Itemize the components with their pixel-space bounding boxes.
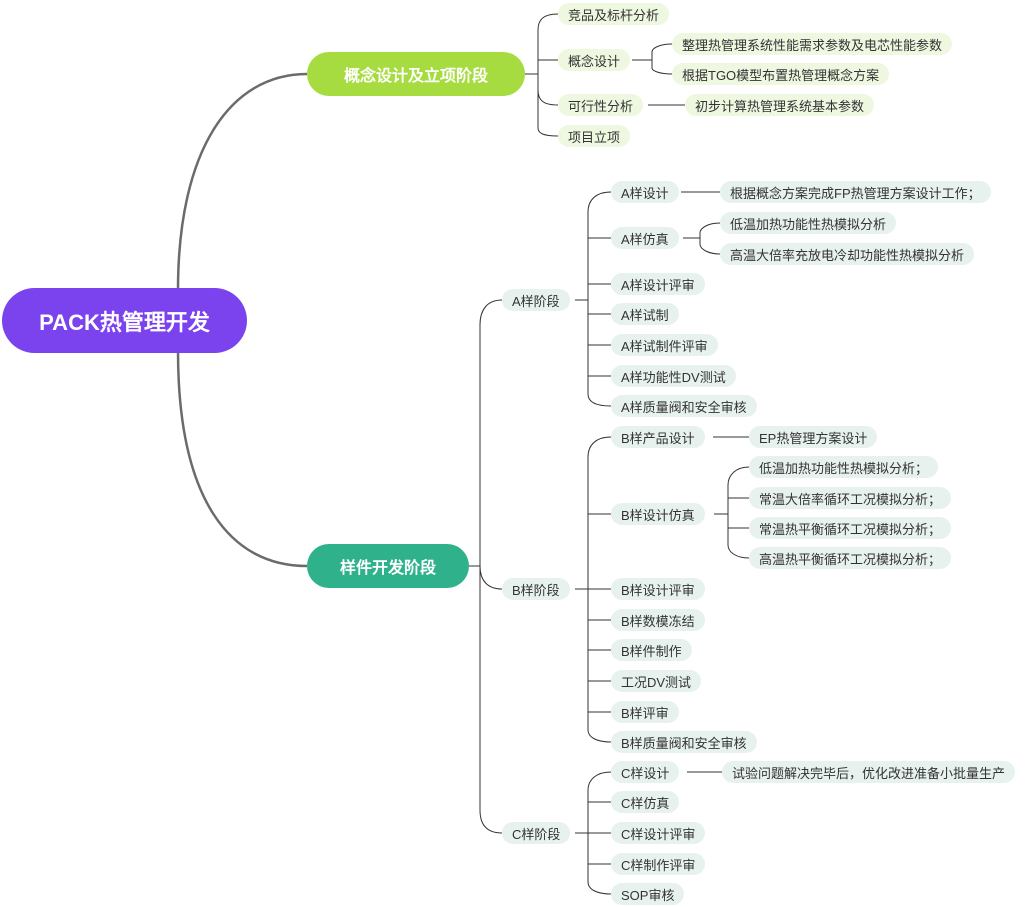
- c-stage-item-node[interactable]: SOP审核: [611, 883, 685, 905]
- b-stage-item-node[interactable]: B样设计评审: [611, 578, 705, 600]
- b-stage-item-node[interactable]: B样产品设计: [611, 426, 705, 448]
- a-sim-child-node[interactable]: 高温大倍率充放电冷却功能性热模拟分析: [720, 243, 975, 265]
- project-approval-node[interactable]: 项目立项: [558, 125, 631, 147]
- competitor-analysis-node[interactable]: 竞品及标杆分析: [558, 3, 670, 25]
- a-sim-child-node[interactable]: 低温加热功能性热模拟分析: [720, 212, 897, 234]
- a-stage-item-node[interactable]: A样功能性DV测试: [611, 365, 736, 387]
- b-sim-child-node[interactable]: 低温加热功能性热模拟分析；: [749, 456, 939, 478]
- concept-phase-node[interactable]: 概念设计及立项阶段: [307, 52, 525, 96]
- sample-phase-node[interactable]: 样件开发阶段: [307, 544, 469, 588]
- b-stage-item-node[interactable]: 工况DV测试: [611, 670, 702, 692]
- a-stage-item-node[interactable]: A样设计: [611, 181, 679, 203]
- c-design-child-node[interactable]: 试验问题解决完毕后，优化改进准备小批量生产: [722, 761, 1016, 783]
- c-stage-item-node[interactable]: C样设计: [611, 761, 680, 783]
- concept-design-child-node[interactable]: 整理热管理系统性能需求参数及电芯性能参数: [672, 33, 953, 55]
- a-stage-item-node[interactable]: A样试制件评审: [611, 334, 718, 356]
- a-stage-node[interactable]: A样阶段: [502, 289, 570, 311]
- b-stage-item-node[interactable]: B样设计仿真: [611, 503, 705, 525]
- root-node[interactable]: PACK热管理开发: [2, 288, 247, 353]
- c-stage-item-node[interactable]: C样制作评审: [611, 853, 706, 875]
- b-stage-node[interactable]: B样阶段: [502, 578, 570, 600]
- b-sim-child-node[interactable]: 常温大倍率循环工况模拟分析；: [749, 487, 952, 509]
- c-stage-item-node[interactable]: C样设计评审: [611, 822, 706, 844]
- b-stage-item-node[interactable]: B样件制作: [611, 639, 692, 661]
- feasibility-node[interactable]: 可行性分析: [558, 94, 644, 116]
- b-design-child-node[interactable]: EP热管理方案设计: [749, 426, 878, 448]
- feasibility-child-node[interactable]: 初步计算热管理系统基本参数: [685, 94, 875, 116]
- a-stage-item-node[interactable]: A样质量阀和安全审核: [611, 395, 757, 417]
- concept-design-node[interactable]: 概念设计: [558, 49, 631, 71]
- b-stage-item-node[interactable]: B样数模冻结: [611, 609, 705, 631]
- b-stage-item-node[interactable]: B样质量阀和安全审核: [611, 731, 757, 753]
- a-stage-item-node[interactable]: A样设计评审: [611, 273, 705, 295]
- a-design-child-node[interactable]: 根据概念方案完成FP热管理方案设计工作；: [720, 181, 991, 203]
- c-stage-item-node[interactable]: C样仿真: [611, 791, 680, 813]
- b-stage-item-node[interactable]: B样评审: [611, 701, 679, 723]
- concept-design-child-node[interactable]: 根据TGO模型布置热管理概念方案: [672, 63, 890, 85]
- a-stage-item-node[interactable]: A样试制: [611, 303, 679, 325]
- a-stage-item-node[interactable]: A样仿真: [611, 227, 679, 249]
- b-sim-child-node[interactable]: 高温热平衡循环工况模拟分析；: [749, 547, 952, 569]
- c-stage-node[interactable]: C样阶段: [502, 822, 571, 844]
- b-sim-child-node[interactable]: 常温热平衡循环工况模拟分析；: [749, 517, 952, 539]
